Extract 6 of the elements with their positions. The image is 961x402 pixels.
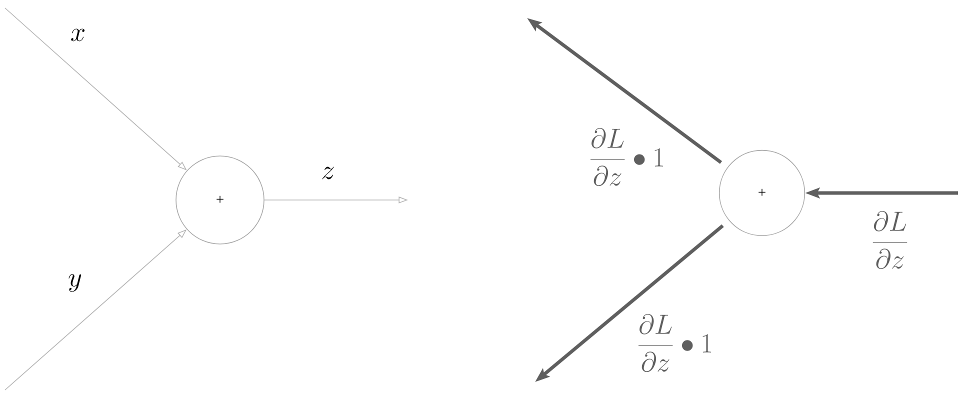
edge-label: $z$ (322, 166, 334, 180)
edge-label: $y$ (68, 274, 82, 292)
edge-label: $\frac{\partial L}{\partial z} \bullet 1$ (590, 128, 664, 186)
edge-label: $x$ (71, 28, 85, 42)
edge-label: $\frac{\partial L}{\partial z}$ (872, 211, 908, 270)
edge-label: $\frac{\partial L}{\partial z} \bullet 1$ (638, 314, 712, 372)
